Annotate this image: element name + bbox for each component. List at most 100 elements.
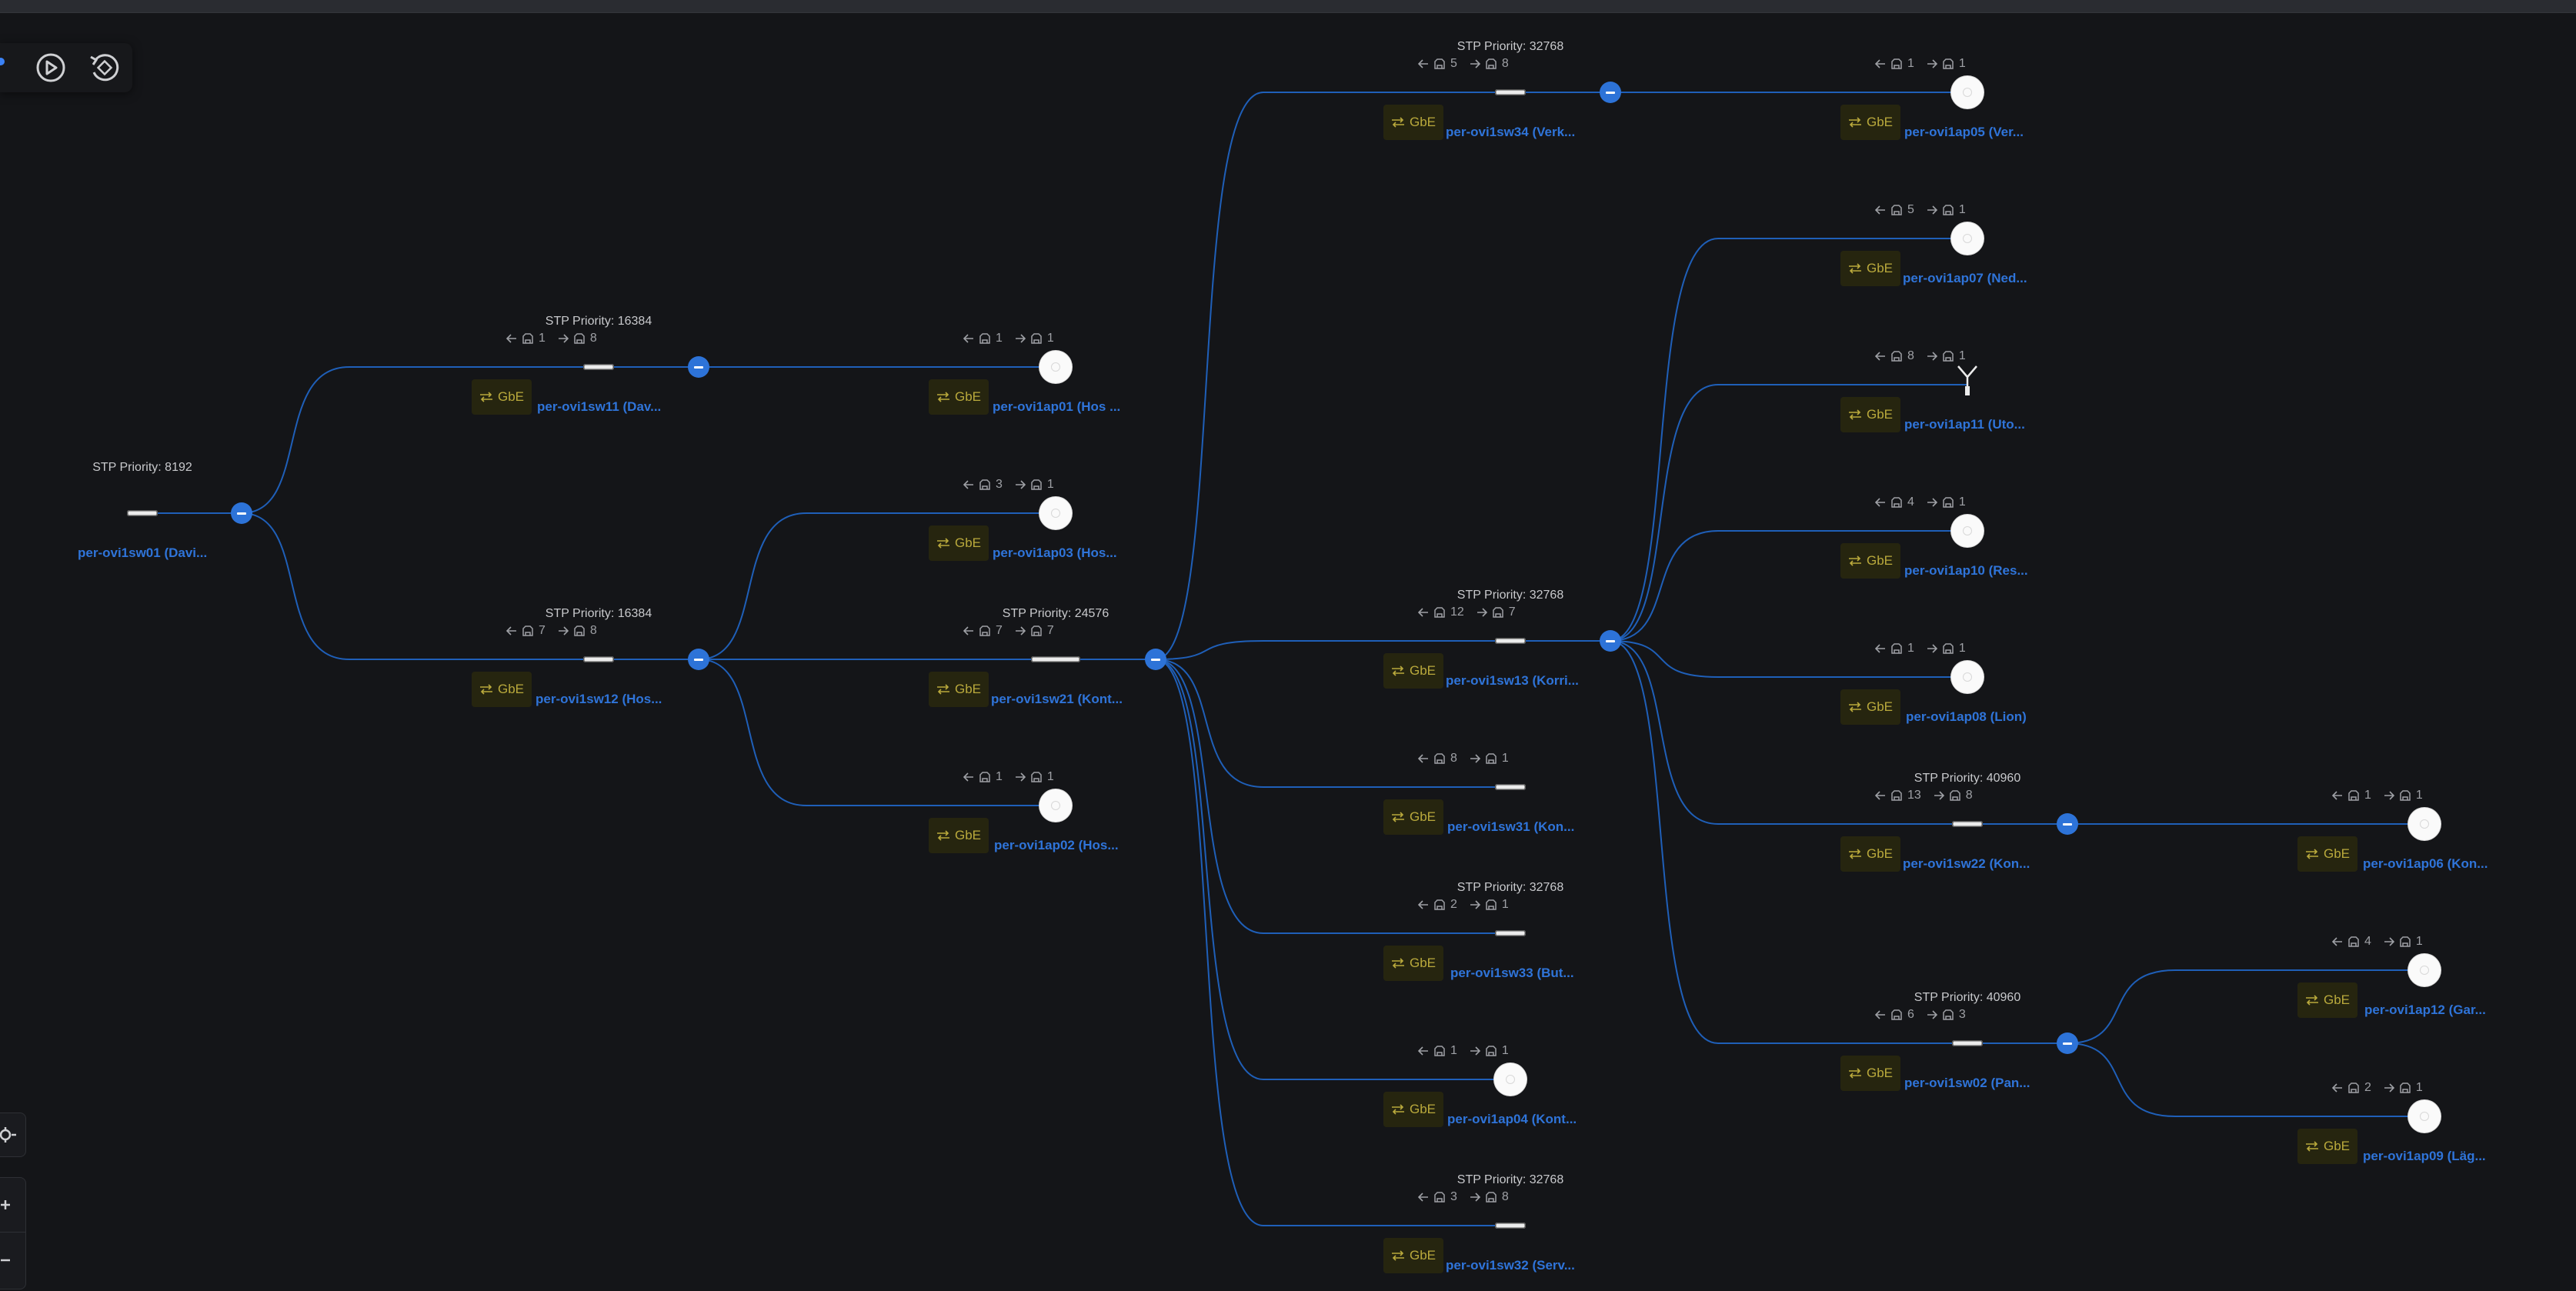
access-point-icon[interactable]: [1951, 222, 1984, 255]
ports-out-count: 1: [1958, 57, 1966, 70]
access-point-icon[interactable]: [1039, 497, 1072, 529]
switch-icon[interactable]: [1495, 1223, 1526, 1229]
access-point-icon[interactable]: [1951, 515, 1984, 547]
link-speed-badge: GbE: [1383, 105, 1443, 140]
link-speed-badge: GbE: [1383, 946, 1443, 981]
reset-view-button[interactable]: [85, 48, 125, 88]
access-point-icon[interactable]: [1951, 661, 1984, 693]
access-point-icon[interactable]: [2408, 954, 2441, 986]
ports-in-count: 1: [1450, 1044, 1457, 1057]
arrow-right-icon: [558, 334, 569, 343]
switch-icon[interactable]: [583, 364, 614, 370]
arrow-right-icon: [1927, 498, 1937, 507]
switch-icon[interactable]: [1495, 930, 1526, 936]
zoom-in-button[interactable]: [0, 1178, 25, 1232]
device-name-link[interactable]: per-ovi1sw22 (Kon...: [1903, 856, 2030, 871]
device-name-link[interactable]: per-ovi1ap12 (Gar...: [2364, 1002, 2486, 1017]
arrow-left-icon: [506, 334, 516, 343]
port-icon: [1493, 607, 1503, 618]
access-point-icon[interactable]: [2408, 1100, 2441, 1133]
zoom-out-button[interactable]: [0, 1233, 25, 1287]
ports-out-count: 1: [1046, 478, 1054, 491]
device-name-link[interactable]: per-ovi1sw01 (Davi...: [78, 545, 208, 560]
link-speed-badge: GbE: [1383, 1092, 1443, 1127]
port-icon: [1031, 333, 1042, 344]
access-point-icon[interactable]: [1039, 789, 1072, 822]
collapse-branch-button[interactable]: [1145, 649, 1166, 670]
device-name-link[interactable]: per-ovi1sw21 (Kont...: [991, 692, 1123, 706]
switch-icon[interactable]: [583, 656, 614, 662]
switch-icon[interactable]: [1495, 89, 1526, 95]
collapse-branch-button[interactable]: [1600, 82, 1621, 103]
port-icon: [2348, 1083, 2359, 1093]
switch-icon[interactable]: [1031, 656, 1080, 662]
filter-settings-button[interactable]: [0, 48, 26, 88]
switch-icon[interactable]: [1495, 638, 1526, 644]
arrow-left-icon: [506, 626, 516, 635]
collapse-branch-button[interactable]: [1600, 630, 1621, 652]
ports-out-count: 1: [1046, 770, 1054, 783]
arrow-left-icon: [1418, 900, 1428, 909]
device-name-link[interactable]: per-ovi1ap10 (Res...: [1904, 563, 2028, 578]
arrow-left-icon: [1875, 352, 1885, 361]
device-name-link[interactable]: per-ovi1sw34 (Verk...: [1446, 125, 1576, 139]
switch-icon[interactable]: [1952, 821, 1983, 827]
device-name-link[interactable]: per-ovi1sw02 (Pan...: [1904, 1076, 2030, 1090]
antenna-icon[interactable]: [1955, 363, 1980, 400]
collapse-branch-button[interactable]: [2057, 1032, 2078, 1054]
collapse-branch-button[interactable]: [231, 502, 252, 524]
device-name-link[interactable]: per-ovi1sw31 (Kon...: [1447, 819, 1575, 834]
device-name-link[interactable]: per-ovi1sw33 (But...: [1450, 966, 1574, 980]
access-point-icon[interactable]: [1494, 1063, 1527, 1096]
locate-button[interactable]: [0, 1113, 26, 1157]
device-name-link[interactable]: per-ovi1sw11 (Dav...: [537, 399, 662, 414]
device-name-link[interactable]: per-ovi1ap08 (Lion): [1906, 709, 2027, 724]
device-name-link[interactable]: per-ovi1sw32 (Serv...: [1446, 1258, 1575, 1273]
access-point-icon[interactable]: [1039, 351, 1072, 383]
device-name-link[interactable]: per-ovi1ap03 (Hos...: [993, 545, 1117, 560]
port-icon: [979, 479, 990, 490]
device-name-link[interactable]: per-ovi1ap06 (Kon...: [2363, 856, 2488, 871]
port-icon: [1943, 643, 1954, 654]
link-speed-badge: GbE: [929, 525, 989, 561]
device-name-link[interactable]: per-ovi1ap09 (Läg...: [2363, 1149, 2486, 1163]
device-name-link[interactable]: per-ovi1ap07 (Ned...: [1903, 271, 2027, 285]
device-name-link[interactable]: per-ovi1ap04 (Kont...: [1447, 1112, 1577, 1126]
access-point-icon[interactable]: [2408, 808, 2441, 840]
ports-in-count: 1: [996, 332, 1003, 345]
device-name-link[interactable]: per-ovi1ap11 (Uto...: [1904, 417, 2025, 432]
stp-priority-label: STP Priority: 8192: [92, 461, 192, 474]
ports-out-count: 1: [1958, 203, 1966, 216]
link-speed-label: GbE: [2323, 992, 2351, 1007]
link-speed-label: GbE: [2323, 846, 2351, 861]
arrow-right-icon: [1927, 644, 1937, 653]
play-button[interactable]: [31, 48, 71, 88]
collapse-branch-button[interactable]: [2057, 813, 2078, 835]
ports-in-count: 2: [2364, 1081, 2371, 1094]
link-speed-icon: [1391, 117, 1404, 128]
ports-in-count: 1: [996, 770, 1003, 783]
ports-in-count: 8: [1450, 752, 1457, 765]
switch-icon[interactable]: [1495, 784, 1526, 790]
arrow-right-icon: [1470, 754, 1480, 763]
device-name-link[interactable]: per-ovi1ap02 (Hos...: [994, 838, 1119, 852]
collapse-branch-button[interactable]: [688, 356, 709, 378]
arrow-left-icon: [1875, 791, 1885, 800]
device-name-link[interactable]: per-ovi1sw12 (Hos...: [536, 692, 662, 706]
port-icon: [1031, 479, 1042, 490]
device-name-link[interactable]: per-ovi1sw13 (Korri...: [1446, 673, 1579, 688]
device-name-link[interactable]: per-ovi1ap01 (Hos ...: [993, 399, 1121, 414]
device-name-link[interactable]: per-ovi1ap05 (Ver...: [1904, 125, 2024, 139]
port-icon: [979, 772, 990, 782]
access-point-icon[interactable]: [1951, 76, 1984, 108]
switch-icon[interactable]: [1952, 1040, 1983, 1046]
port-icon: [522, 333, 533, 344]
collapse-branch-button[interactable]: [688, 649, 709, 670]
link-speed-badge: GbE: [2297, 1129, 2357, 1164]
switch-icon[interactable]: [127, 510, 158, 516]
